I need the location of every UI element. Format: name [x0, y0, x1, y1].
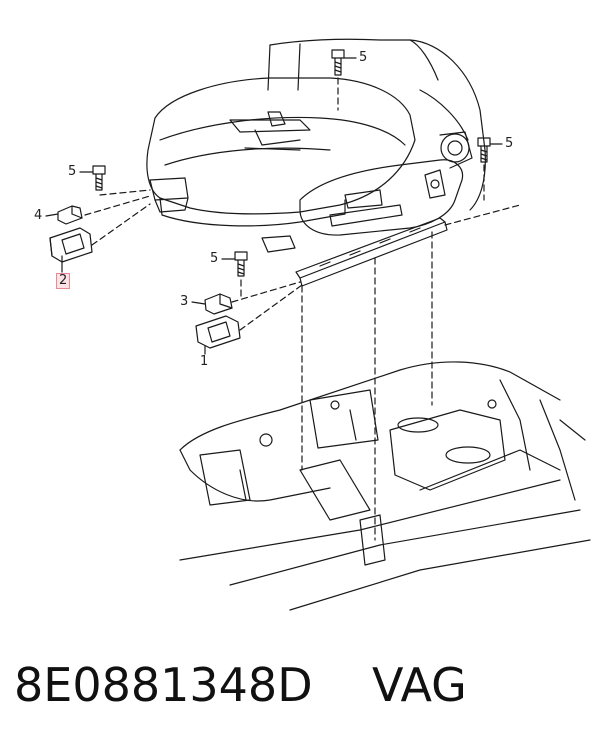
part-4-cap [58, 206, 82, 224]
bolt-right [478, 138, 490, 162]
bolt-left [93, 166, 105, 190]
part-1-clip [196, 316, 240, 348]
floor-pan [180, 362, 590, 610]
part-2-clip [50, 228, 92, 262]
bolt-middle [235, 252, 247, 276]
exploded-seat-diagram [0, 0, 600, 620]
callout-1: 1 [200, 354, 209, 369]
front-bracket [150, 178, 295, 252]
callout-5-right: 5 [505, 136, 514, 151]
callout-3: 3 [180, 294, 189, 309]
mount-lines [85, 78, 520, 540]
bolt-top [332, 50, 344, 75]
brand-name: VAG [372, 658, 467, 712]
callout-5-left: 5 [68, 164, 77, 179]
callout-5-middle: 5 [210, 251, 219, 266]
callout-5-top: 5 [359, 50, 368, 65]
part-number: 8E0881348D [14, 658, 313, 712]
callout-2-highlighted[interactable]: 2 [56, 273, 71, 289]
seat-rail [296, 218, 447, 286]
recliner-mechanism [300, 132, 472, 235]
part-3-cap [205, 294, 232, 314]
callout-4: 4 [34, 208, 43, 223]
seat-backrest [268, 39, 485, 210]
leader-lines [46, 58, 502, 354]
